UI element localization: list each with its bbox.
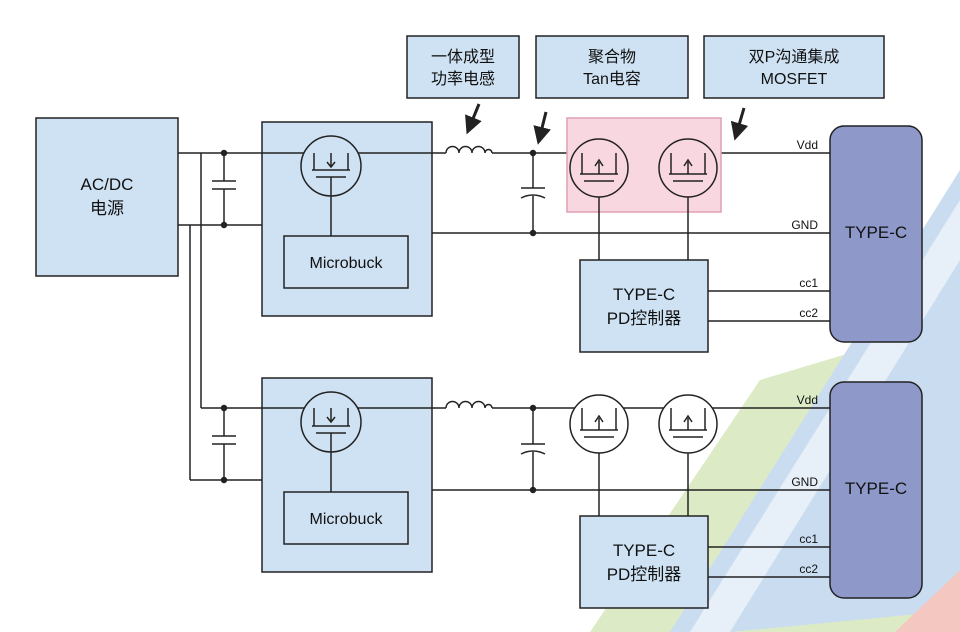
typec-connector-1 xyxy=(829,125,923,343)
rail-vdd-label-1: Vdd xyxy=(797,138,818,152)
typec-connector-2-label: TYPE-C xyxy=(845,479,907,498)
microbuck-label-2: Microbuck xyxy=(310,511,384,528)
callout-inductor-line2: 功率电感 xyxy=(431,70,495,88)
callout-inductor-line1: 一体成型 xyxy=(431,48,495,66)
acdc-label-line1: AC/DC xyxy=(81,175,134,194)
rail-cc1-label-1: cc1 xyxy=(799,276,818,290)
pmos-a-1 xyxy=(569,138,629,260)
pmos-b-1 xyxy=(658,138,718,260)
rail-cc2-label-1: cc2 xyxy=(799,306,818,320)
microbuck-box-1 xyxy=(283,235,409,289)
buck-switch-2 xyxy=(300,391,362,453)
microbuck-box-2 xyxy=(283,491,409,545)
pmos-a-2 xyxy=(569,394,629,516)
bg-pink-corner xyxy=(895,570,960,632)
typec-connector-2 xyxy=(829,381,923,599)
channel-1: Microbuck xyxy=(261,117,923,353)
microbuck-label-1: Microbuck xyxy=(310,255,384,272)
output-capacitor-2 xyxy=(520,404,546,494)
channel-2: Microbuck xyxy=(261,377,923,609)
callout-capacitor-line2: Tan电容 xyxy=(583,70,641,88)
callout-mosfet-line1: 双P沟通集成 xyxy=(749,48,840,66)
callout-inductor-box xyxy=(406,35,520,99)
callout-mosfet-box xyxy=(703,35,885,99)
buck-switch-1 xyxy=(300,135,362,197)
rail-gnd-label-1: GND xyxy=(791,218,818,232)
pd-controller-2-line2: PD控制器 xyxy=(607,565,682,584)
callout-inductor-arrow xyxy=(465,103,482,135)
inductor-2 xyxy=(445,400,493,409)
input-capacitor-2 xyxy=(212,404,236,484)
callout-mosfet-line2: MOSFET xyxy=(761,71,828,88)
pd-controller-2 xyxy=(579,515,709,609)
rail-cc2-label-2: cc2 xyxy=(799,562,818,576)
inductor-1 xyxy=(445,145,493,154)
callout-mosfet-arrow xyxy=(730,107,749,141)
rail-vdd-label-2: Vdd xyxy=(797,393,818,407)
typec-connector-1-label: TYPE-C xyxy=(845,223,907,242)
acdc-source-block xyxy=(35,117,179,277)
rail-cc1-label-2: cc1 xyxy=(799,532,818,546)
pd-controller-1-line2: PD控制器 xyxy=(607,309,682,328)
rail-gnd-label-2: GND xyxy=(791,475,818,489)
pd-controller-1 xyxy=(579,259,709,353)
callout-capacitor-arrow xyxy=(533,111,551,145)
pd-controller-1-line1: TYPE-C xyxy=(613,285,675,304)
pd-controller-2-line1: TYPE-C xyxy=(613,541,675,560)
callout-capacitor-line1: 聚合物 xyxy=(588,48,636,66)
pmos-b-2 xyxy=(658,394,718,516)
source-bus-wires xyxy=(178,152,262,481)
input-capacitor-1 xyxy=(212,149,236,229)
callout-capacitor-box xyxy=(535,35,689,99)
acdc-label-line2: 电源 xyxy=(90,199,124,218)
output-capacitor-1 xyxy=(520,149,546,237)
